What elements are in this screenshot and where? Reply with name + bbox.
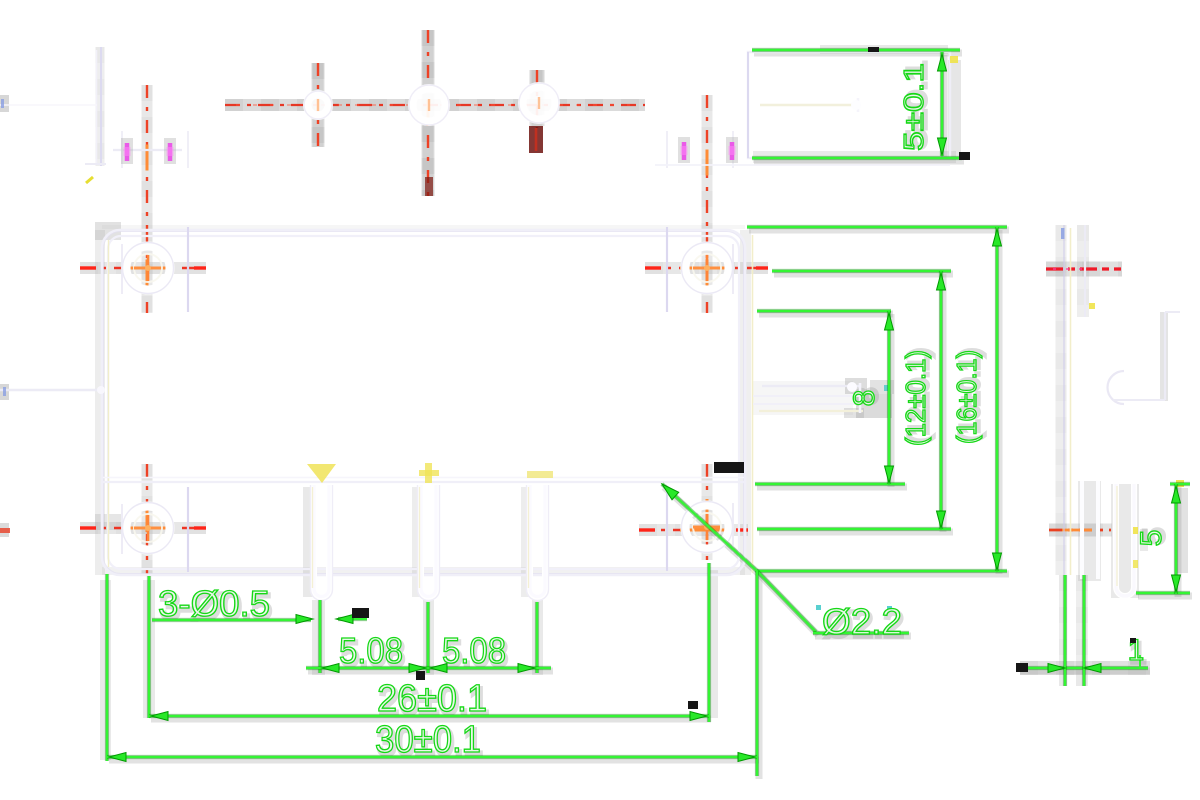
svg-text:5: 5 [1135,530,1168,547]
svg-text:30±0.1: 30±0.1 [375,719,481,761]
svg-text:8: 8 [848,390,881,407]
svg-text:(16±0.1): (16±0.1) [954,348,985,442]
svg-text:30±0.1: 30±0.1 [377,722,483,764]
svg-text:5±0.1: 5±0.1 [898,63,929,151]
svg-text:3-Ø0.5: 3-Ø0.5 [160,586,272,627]
svg-text:(12±0.1): (12±0.1) [900,350,931,446]
svg-text:(12±0.1): (12±0.1) [903,348,934,444]
svg-text:5: 5 [1138,528,1171,545]
svg-text:26±0.1: 26±0.1 [377,678,487,720]
svg-text:(16±0.1): (16±0.1) [951,350,982,444]
svg-text:1: 1 [1130,637,1147,670]
svg-text:5±0.1: 5±0.1 [901,61,932,149]
svg-text:26±0.1: 26±0.1 [379,681,489,723]
svg-text:5.08: 5.08 [442,630,506,671]
svg-text:8: 8 [851,388,884,405]
svg-text:5.08: 5.08 [339,630,403,671]
svg-text:3-Ø0.5: 3-Ø0.5 [158,583,270,624]
svg-text:Ø2.2: Ø2.2 [822,601,902,642]
